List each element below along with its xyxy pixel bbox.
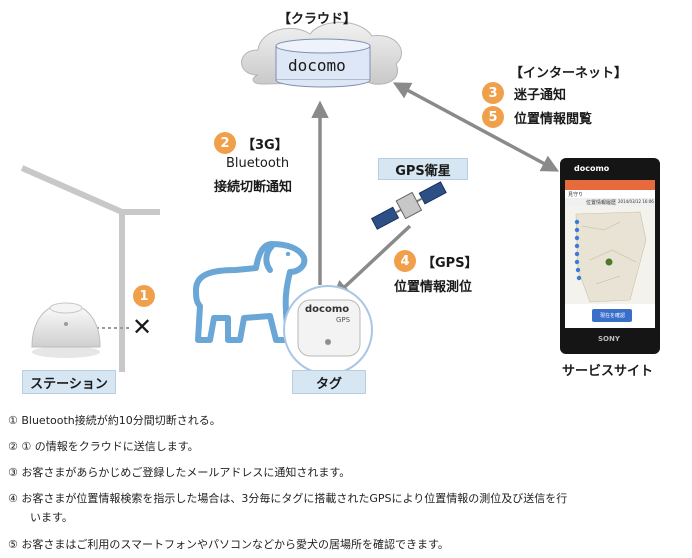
note-5: ⑤ お客さまはご利用のスマートフォンやパソコンなどから愛犬の居場所を確認できます… xyxy=(8,538,449,551)
note-1: ① Bluetooth接続が約10分間切断される。 xyxy=(8,414,221,427)
tag-brand: docomo xyxy=(305,304,350,315)
step4-heading: 4 【GPS】 xyxy=(394,250,478,272)
gps-satellite-label: GPS衛星 xyxy=(378,158,468,180)
step2-bluetooth: Bluetooth xyxy=(226,156,290,171)
screen-button-label: 現在を確認 xyxy=(600,313,626,319)
internet-header: 【インターネット】 xyxy=(510,66,628,81)
step4-network: 【GPS】 xyxy=(422,255,478,271)
station-label: ステーション xyxy=(22,370,116,394)
internet-item-3-text: 迷子通知 xyxy=(514,87,567,103)
service-site-label: サービスサイト xyxy=(562,364,654,379)
note-3: ③ お客さまがあらかじめご登録したメールアドレスに通知されます。 xyxy=(8,466,351,479)
dog-eye xyxy=(285,251,291,257)
screen-confirm-button xyxy=(592,309,632,322)
internet-item-3: 3 迷子通知 xyxy=(482,82,566,104)
internet-item-5-text: 位置情報閲覧 xyxy=(514,111,593,127)
step2-heading: 2 【3G】 xyxy=(214,132,288,154)
station-device-icon xyxy=(31,302,101,358)
arrow-satellite-to-tag xyxy=(332,224,412,299)
tag-device-icon xyxy=(283,285,373,375)
phone-maker: SONY xyxy=(598,335,620,343)
screen-title: 見守り xyxy=(568,192,584,198)
step2-notice: 接続切断通知 xyxy=(214,180,293,195)
dog-location-marker xyxy=(605,258,613,266)
screen-row: 位置情報履歴 xyxy=(586,200,617,206)
tag-sub: GPS xyxy=(336,316,351,324)
step-badge-5: 5 xyxy=(482,106,504,128)
database-icon xyxy=(275,38,371,88)
cloud-name: docomo xyxy=(288,56,346,75)
disconnect-x-icon: ✕ xyxy=(132,313,153,341)
dog-icon xyxy=(193,241,308,343)
arrow-cloud-phone xyxy=(392,82,560,172)
map-pin-trail xyxy=(574,219,582,281)
internet-item-5: 5 位置情報閲覧 xyxy=(482,106,592,128)
screen-date: 2014/03/12 16:06 xyxy=(618,199,654,204)
satellite-icon xyxy=(370,181,447,230)
step-badge-1: 1 xyxy=(133,285,155,307)
diagram-canvas xyxy=(20,21,660,375)
house-outline xyxy=(20,165,160,372)
note-2: ② ① の情報をクラウドに送信します。 xyxy=(8,440,199,453)
tag-label: タグ xyxy=(292,370,366,394)
step4-positioning: 位置情報測位 xyxy=(394,280,473,295)
step2-network: 【3G】 xyxy=(242,137,288,153)
note-4-cont: います。 xyxy=(30,511,73,524)
phone-brand: docomo xyxy=(574,164,610,173)
step-badge-2: 2 xyxy=(214,132,236,154)
cloud-header: 【クラウド】 xyxy=(278,12,357,27)
step-badge-3: 3 xyxy=(482,82,504,104)
note-4: ④ お客さまが位置情報検索を指示した場合は、3分毎にタグに搭載されたGPSにより… xyxy=(8,492,568,505)
step-badge-4: 4 xyxy=(394,250,416,272)
smartphone-icon xyxy=(560,158,660,354)
